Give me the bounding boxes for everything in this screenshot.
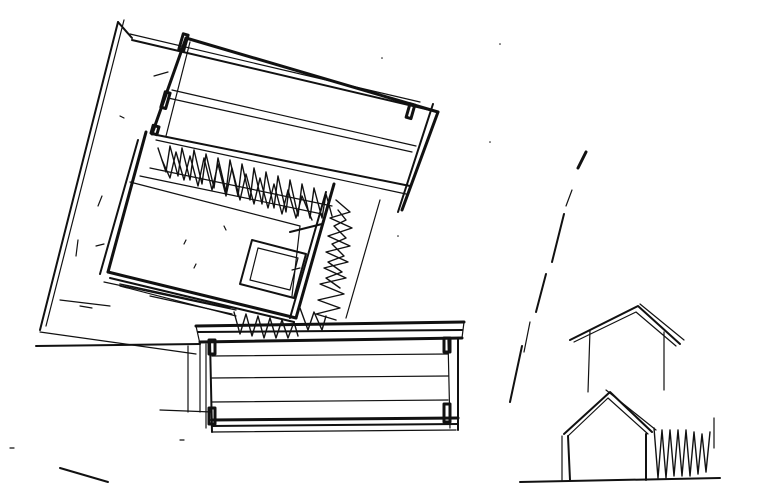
upper-house	[569, 303, 685, 393]
flat-building	[159, 320, 466, 441]
rotated-building	[35, 19, 440, 355]
lower-house	[519, 389, 721, 483]
dashed-line	[381, 43, 588, 403]
stray-stroke	[59, 467, 109, 483]
